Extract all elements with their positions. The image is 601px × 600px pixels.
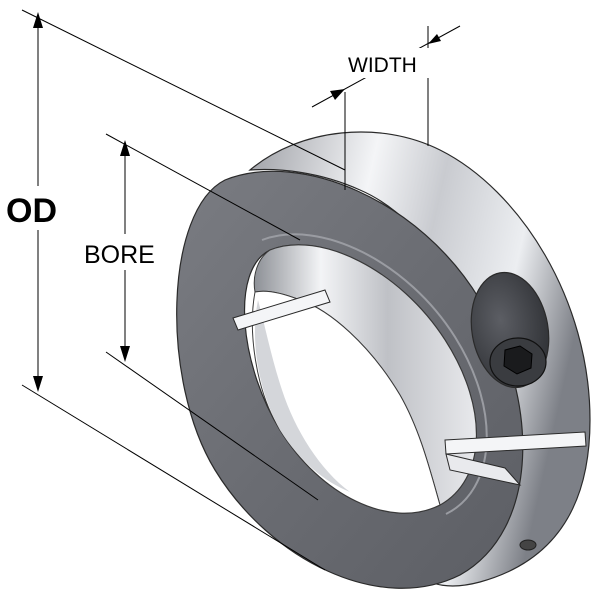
bore-shading xyxy=(254,300,350,492)
shaft-collar xyxy=(176,131,591,589)
split-slot-bottom xyxy=(444,431,587,455)
bore-label: BORE xyxy=(84,241,155,269)
lower-screw-hole xyxy=(519,539,537,551)
bore-arrow-up-icon xyxy=(120,140,130,156)
od-arrow-up-icon xyxy=(33,12,43,28)
od-extension-bottom xyxy=(21,384,326,571)
split-slot-bottom-face xyxy=(445,453,522,486)
od-label: OD xyxy=(6,192,57,230)
od-extension-top xyxy=(21,9,346,171)
width-label: WIDTH xyxy=(348,54,417,77)
dimension-arrows xyxy=(33,12,441,392)
width-arrow-right-icon xyxy=(428,34,441,44)
socket-cap-screw-icon xyxy=(489,337,547,387)
od-label-bg xyxy=(0,186,76,230)
width-arrow-left-icon xyxy=(330,89,345,100)
bore-arrow-down-icon xyxy=(120,346,130,362)
bore-extension-top xyxy=(105,133,301,241)
split-slot-top xyxy=(232,289,331,331)
bore-extension-bottom xyxy=(105,351,319,501)
bore-label-bg xyxy=(82,234,172,270)
width-label-bg xyxy=(346,48,436,78)
od-arrow-down-icon xyxy=(33,376,43,392)
